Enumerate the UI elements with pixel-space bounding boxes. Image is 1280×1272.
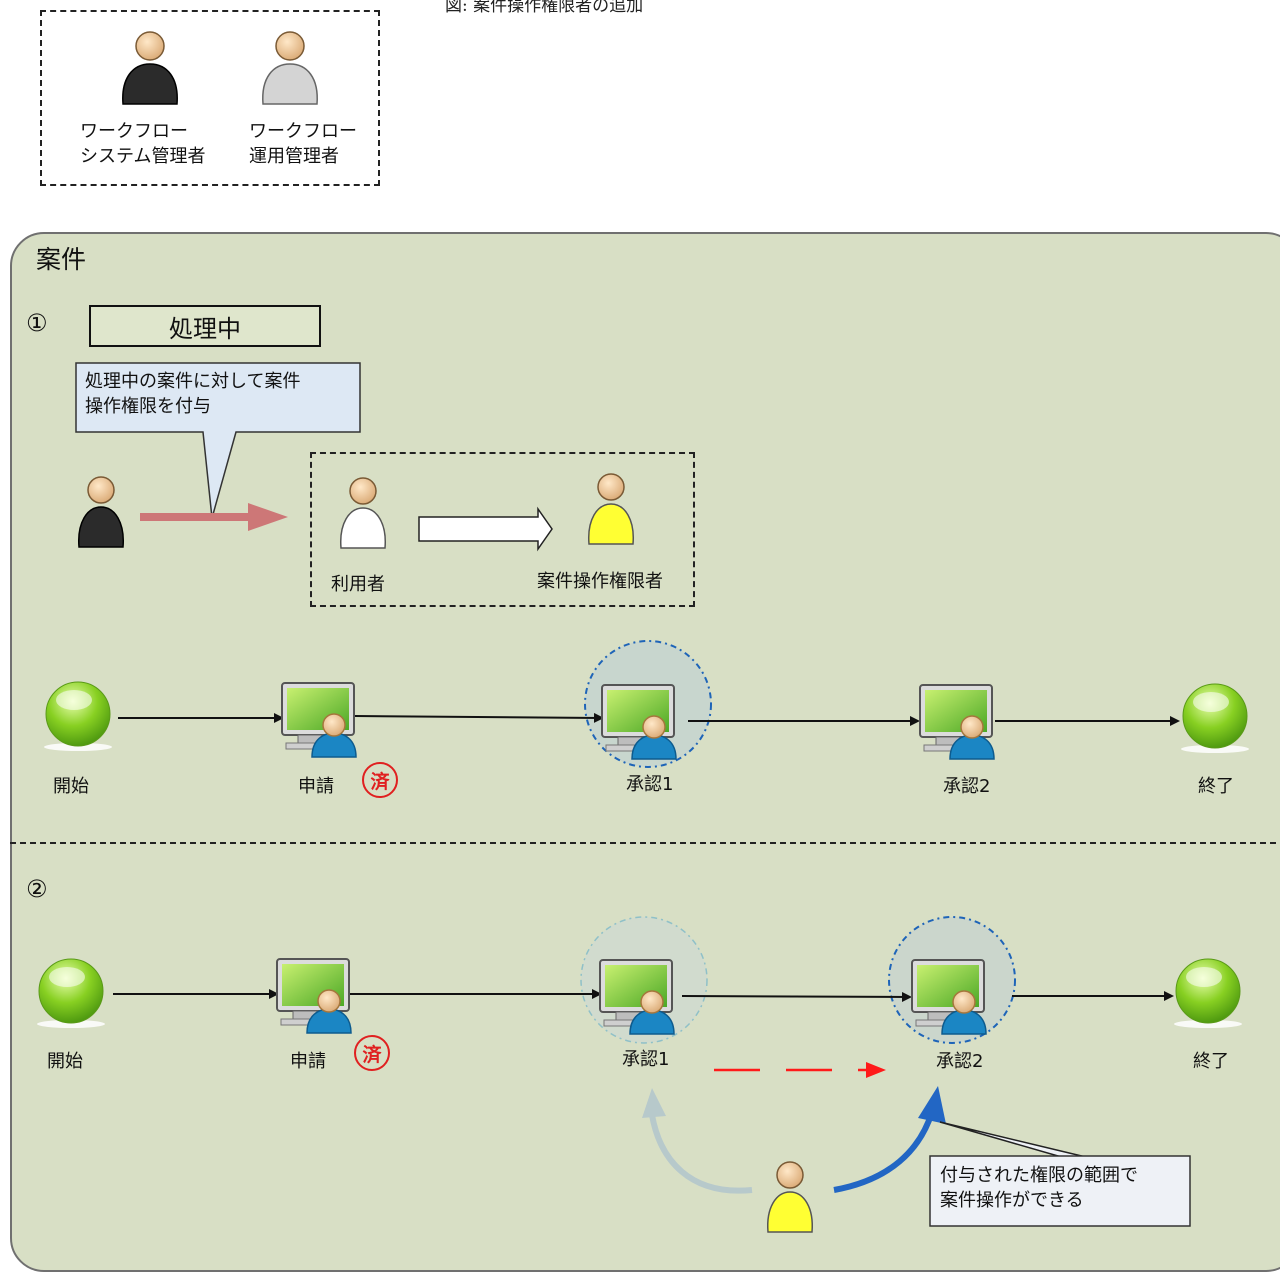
system-admin-label-line2: システム管理者 [80,146,206,167]
scope-callout-pointer [939,1121,1091,1159]
status-label: 処理中 [169,314,241,343]
flow1-apply-node-icon [281,682,357,758]
user-person-icon [340,477,386,549]
flow1-approve2-node-icon [919,684,995,760]
flow2-apply-label: 申請 [290,1051,326,1072]
scope-callout-text: 付与された権限の範囲で 案件操作ができる [940,1163,1138,1213]
ops-admin-label-line2: 運用管理者 [249,146,339,167]
flow2-start-label: 開始 [47,1051,83,1072]
flow1-done-stamp: 済 [362,762,398,798]
grant-callout-bubble [75,362,361,519]
flow1-approve1-label: 承認1 [626,774,674,795]
section1-number: ① [26,309,48,337]
user-label: 利用者 [331,574,385,595]
skip-arrow-head [866,1062,886,1078]
faded-operator-arrow [649,1114,753,1194]
scope-callout-line2: 案件操作ができる [940,1190,1084,1211]
flow2-done-stamp: 済 [354,1035,390,1071]
flow1-edge-apply-approve1 [354,712,604,723]
system-admin-label: ワークフロー システム管理者 [80,119,205,169]
scope-callout-bubble [929,1155,1191,1227]
admin-person-icon [78,476,124,548]
grant-callout-text: 処理中の案件に対して案件 操作権限を付与 [85,369,300,419]
system-admin-person-icon [122,31,178,105]
faded-operator-arrow-head [642,1088,666,1118]
panel-title: 案件 [36,245,87,274]
flow1-start-node-icon [43,681,113,752]
flow2-end-node-icon [1173,958,1243,1029]
grant-callout-line1: 処理中の案件に対して案件 [85,371,301,392]
flow2-apply-node-icon [276,958,352,1034]
user-change-box [310,452,695,607]
status-box: 処理中 [89,305,321,347]
scope-callout-line1: 付与された権限の範囲で [940,1165,1138,1186]
operator-arrow [833,1111,935,1193]
grant-arrow-shaft [140,513,250,521]
operator-person-icon-2 [767,1161,813,1233]
grant-arrow-head [248,503,288,531]
flow2-approve2-label: 承認2 [936,1051,984,1072]
transfer-arrow [418,506,553,552]
system-admin-label-line1: ワークフロー [80,121,188,142]
flow1-end-label: 終了 [1198,776,1234,797]
operator-person-icon [588,473,634,545]
ops-admin-label: ワークフロー 運用管理者 [249,119,357,169]
ops-admin-label-line1: ワークフロー [249,121,357,142]
flow2-end-label: 終了 [1193,1051,1229,1072]
flow2-approve1-label: 承認1 [622,1049,670,1070]
flow1-end-node-icon [1180,683,1250,754]
figure-caption: 図: 案件操作権限者の追加 [445,0,644,16]
flow2-edge-approve1-approve2 [681,991,912,1002]
operator-arrow-head [918,1086,946,1124]
flow1-start-label: 開始 [53,776,89,797]
flow1-approve1-node-icon [601,684,677,760]
section2-number: ② [26,875,48,903]
flow1-apply-label: 申請 [298,776,334,797]
legend-box [40,10,380,186]
flow2-approve1-node-icon [599,959,675,1035]
grant-callout-line2: 操作権限を付与 [85,396,211,417]
flow2-approve2-node-icon [911,959,987,1035]
operator-label: 案件操作権限者 [537,571,663,592]
flow1-approve2-label: 承認2 [943,776,991,797]
flow2-start-node-icon [36,958,106,1029]
ops-admin-person-icon [262,31,318,105]
